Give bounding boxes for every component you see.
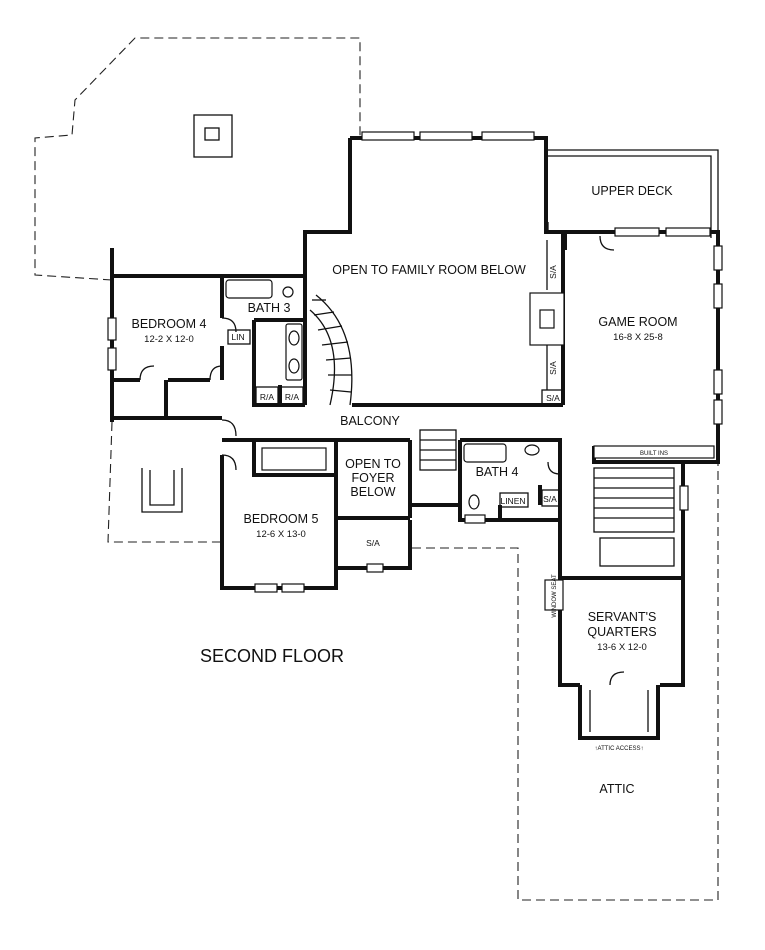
open-to-foyer-line-2: FOYER <box>351 471 394 485</box>
lin-label: LIN <box>231 332 244 342</box>
bedroom-5-dims: 12-6 X 13-0 <box>256 529 306 540</box>
sa-label-bath4: S/A <box>543 494 557 504</box>
bedroom-4-dims: 12-2 X 12-0 <box>144 334 194 345</box>
game-room-label: GAME ROOM <box>598 315 677 329</box>
bath-4-label: BATH 4 <box>476 465 519 479</box>
servants-quarters-line-2: QUARTERS <box>587 625 656 639</box>
servants-quarters-dims: 13-6 X 12-0 <box>597 642 647 653</box>
linen-label: LINEN <box>500 496 525 506</box>
bedroom-4-label: BEDROOM 4 <box>131 317 206 331</box>
roof-outline-southwest <box>107 421 222 543</box>
balcony-label: BALCONY <box>340 414 400 428</box>
front-porch-outline <box>141 468 183 513</box>
curved-staircase <box>309 294 353 406</box>
main-staircase <box>419 429 457 471</box>
open-to-foyer-line-1: OPEN TO <box>345 457 401 471</box>
bath-3-label: BATH 3 <box>248 301 291 315</box>
built-ins-label: BUILT INS <box>640 451 668 457</box>
sa-label-lower: S/A <box>548 361 558 375</box>
back-staircase <box>593 467 675 567</box>
open-to-family-room-label: OPEN TO FAMILY ROOM BELOW <box>332 263 526 277</box>
sa-label-balcony: S/A <box>546 393 560 403</box>
doors <box>139 235 625 686</box>
closet-boxes <box>227 240 563 508</box>
attic-access-label: ↑ATTIC ACCESS↑ <box>595 746 644 752</box>
ra-label-2: R/A <box>285 392 300 402</box>
windows <box>107 131 723 611</box>
open-to-foyer-line-3: BELOW <box>350 485 395 499</box>
attic-label: ATTIC <box>599 782 634 796</box>
bedroom-5-label: BEDROOM 5 <box>243 512 318 526</box>
servants-quarters-line-1: SERVANT'S <box>588 610 657 624</box>
fixtures <box>225 279 715 732</box>
window-seat-label: WINDOW SEAT <box>552 574 558 618</box>
sa-label-upper: S/A <box>548 265 558 279</box>
floor-title: SECOND FLOOR <box>200 646 344 666</box>
game-room-dims: 16-8 X 25-8 <box>613 332 663 343</box>
walls <box>110 136 720 740</box>
upper-deck-label: UPPER DECK <box>591 184 673 198</box>
callouts: LIN LINEN S/A S/A S/A S/A S/A R/A R/A BU… <box>231 265 668 752</box>
ra-label-1: R/A <box>260 392 275 402</box>
roof-outline-northwest <box>34 37 361 281</box>
room-labels: BEDROOM 4 12-2 X 12-0 BATH 3 OPEN TO FAM… <box>131 184 677 796</box>
sa-label-bedroom5: S/A <box>366 538 380 548</box>
attic-outline <box>412 460 719 901</box>
